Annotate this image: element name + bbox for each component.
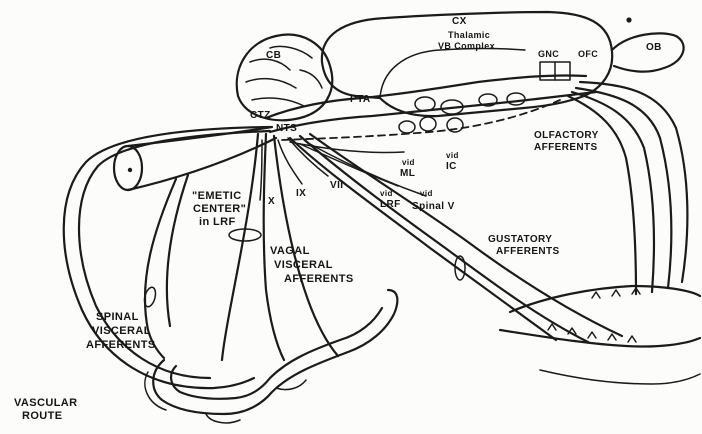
cortex-inner-fold bbox=[380, 49, 525, 99]
spinal-cord-dot bbox=[128, 168, 132, 172]
spinal-visceral-afferent-2 bbox=[167, 175, 188, 326]
label-spinal-line2: VISCERAL bbox=[92, 325, 151, 337]
label-vid-lrf-top: vid bbox=[380, 189, 393, 198]
label-vid-ml-bottom: ML bbox=[400, 168, 415, 179]
label-vb-complex: VB Complex bbox=[438, 41, 495, 51]
label-ofc: OFC bbox=[578, 49, 598, 59]
label-vid-spinal-bottom: Spinal V bbox=[412, 201, 455, 212]
label-emetic-line3: in LRF bbox=[199, 216, 236, 228]
nucleus-c12 bbox=[420, 117, 436, 131]
label-gustatory-line2: AFFERENTS bbox=[496, 246, 560, 257]
cerebellum-folia bbox=[246, 46, 322, 106]
oral-region bbox=[500, 286, 700, 384]
label-vid-ml-top: vid bbox=[402, 158, 415, 167]
label-nerve-ix: IX bbox=[296, 188, 306, 199]
label-vid-ic-bottom: IC bbox=[446, 161, 457, 172]
label-vid-spinal-top: vid bbox=[420, 189, 433, 198]
label-emetic-line2: CENTER" bbox=[193, 203, 246, 215]
label-vagal-line3: AFFERENTS bbox=[284, 273, 354, 285]
label-pta: PTA bbox=[350, 94, 370, 105]
label-spinal-line3: AFFERENTS bbox=[86, 339, 156, 351]
label-ctz: CTZ bbox=[250, 110, 271, 121]
cerebellum-outline bbox=[237, 35, 333, 121]
label-vascular-line2: ROUTE bbox=[22, 410, 63, 422]
label-spinal-line1: SPINAL bbox=[96, 311, 139, 323]
label-nerve-vii: VII bbox=[330, 180, 343, 191]
nucleus-ml bbox=[399, 121, 415, 133]
label-olfactory-line1: OLFACTORY bbox=[534, 130, 599, 141]
label-emetic-line1: "EMETIC bbox=[192, 190, 242, 202]
jaw-outline bbox=[540, 370, 700, 384]
intestine-coil bbox=[145, 372, 306, 423]
tongue-outline bbox=[500, 330, 700, 347]
label-vagal-line1: VAGAL bbox=[270, 245, 310, 257]
olfactory-afferent-3 bbox=[572, 92, 654, 292]
label-gnc: GNC bbox=[538, 49, 559, 59]
vagal-afferent-1 bbox=[222, 134, 258, 360]
nucleus-am bbox=[507, 93, 525, 105]
label-vid-lrf-bottom: LRF bbox=[380, 199, 401, 210]
gut bbox=[145, 290, 397, 423]
nucleus-s1 bbox=[415, 97, 435, 111]
label-vascular-line1: VASCULAR bbox=[14, 397, 78, 409]
label-gustatory-line1: GUSTATORY bbox=[488, 234, 552, 245]
labels: CX CB OB Thalamic VB Complex GNC OFC CTZ… bbox=[14, 16, 662, 422]
esophagus-stomach-inner bbox=[171, 308, 382, 399]
label-olfactory-line2: AFFERENTS bbox=[534, 142, 598, 153]
label-cx: CX bbox=[452, 16, 467, 27]
label-vid-ic-top: vid bbox=[446, 151, 459, 160]
nerve-x-branch bbox=[260, 140, 262, 200]
olfactory-afferent-4 bbox=[568, 96, 636, 294]
label-ob: OB bbox=[646, 42, 662, 53]
brainstem-lower-outline bbox=[270, 92, 596, 132]
label-nts: NTS bbox=[276, 123, 297, 134]
label-vagal-line2: VISCERAL bbox=[274, 259, 333, 271]
label-thalamic: Thalamic bbox=[448, 30, 490, 40]
gustatory-afferent-3 bbox=[310, 134, 622, 336]
label-cb: CB bbox=[266, 50, 281, 61]
label-nerve-x: X bbox=[268, 196, 275, 207]
olfactory-bulb-dot bbox=[626, 17, 631, 22]
